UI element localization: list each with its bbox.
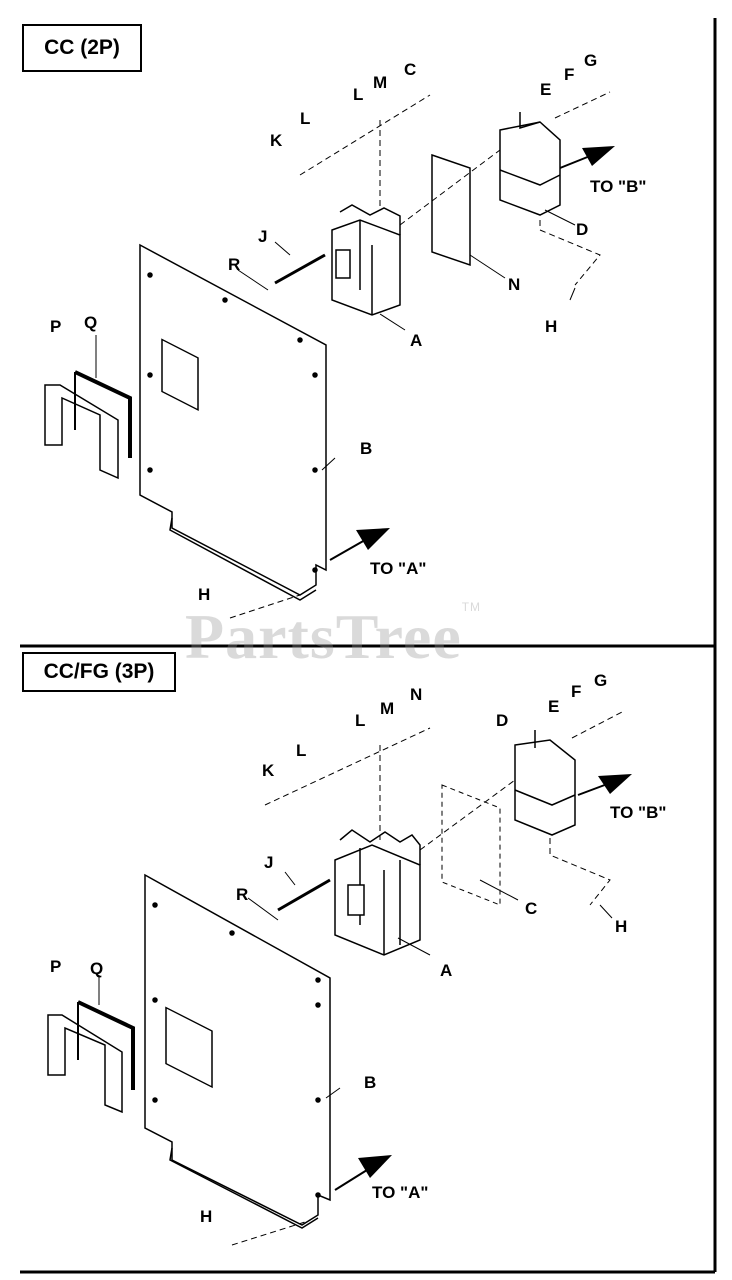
label-p: P bbox=[50, 317, 61, 336]
panel-b-3p bbox=[144, 873, 331, 1229]
label-r: R bbox=[236, 885, 248, 904]
section-3p-drawing bbox=[47, 711, 623, 1246]
arrow-to-b-bottom bbox=[577, 774, 632, 796]
labels-top: K L L M C E F G J R A N D H P Q B H TO "… bbox=[50, 51, 646, 604]
label-a: A bbox=[440, 961, 452, 980]
label-b: B bbox=[360, 439, 372, 458]
panel-b bbox=[139, 243, 327, 601]
breaker-a bbox=[331, 204, 401, 316]
label-d: D bbox=[496, 711, 508, 730]
label-h: H bbox=[545, 317, 557, 336]
label-l: L bbox=[300, 109, 310, 128]
breaker-a-3p bbox=[334, 829, 421, 956]
arrow-to-a-top bbox=[329, 528, 390, 561]
label-m: M bbox=[373, 73, 387, 92]
frame-border bbox=[20, 18, 717, 1274]
label-l: L bbox=[353, 85, 363, 104]
label-q: Q bbox=[84, 313, 97, 332]
label-a: A bbox=[410, 331, 422, 350]
lug-d bbox=[499, 112, 561, 216]
trademark-mark: TM bbox=[461, 600, 482, 614]
label-m: M bbox=[380, 699, 394, 718]
stud-j bbox=[274, 253, 326, 285]
label-e: E bbox=[540, 80, 551, 99]
label-c: C bbox=[525, 899, 537, 918]
label-l: L bbox=[355, 711, 365, 730]
lug-d-3p bbox=[514, 730, 576, 836]
label-j: J bbox=[264, 853, 273, 872]
stud-j-3p bbox=[277, 878, 331, 912]
section-title-3p: CC/FG (3P) bbox=[22, 652, 176, 692]
label-h: H bbox=[198, 585, 210, 604]
section-title-text: CC (2P) bbox=[44, 36, 120, 59]
watermark-text: PartsTree bbox=[185, 601, 462, 672]
bracket-p-q bbox=[44, 370, 132, 480]
watermark: PartsTreeTM bbox=[185, 600, 481, 674]
section-2p-drawing bbox=[44, 91, 611, 619]
label-n: N bbox=[410, 685, 422, 704]
label-c: C bbox=[404, 60, 416, 79]
label-h: H bbox=[200, 1207, 212, 1226]
label-r: R bbox=[228, 255, 240, 274]
label-g: G bbox=[594, 671, 607, 690]
section-title-2p: CC (2P) bbox=[22, 24, 142, 72]
label-k: K bbox=[262, 761, 275, 780]
label-k: K bbox=[270, 131, 283, 150]
label-d: D bbox=[576, 220, 588, 239]
label-g: G bbox=[584, 51, 597, 70]
label-l: L bbox=[296, 741, 306, 760]
label-f: F bbox=[571, 682, 581, 701]
to-a-label: TO "A" bbox=[370, 559, 426, 578]
arrow-to-a-bottom bbox=[334, 1155, 392, 1191]
label-h: H bbox=[615, 917, 627, 936]
to-b-label: TO "B" bbox=[610, 803, 666, 822]
label-q: Q bbox=[90, 959, 103, 978]
plate-c-3p bbox=[441, 784, 501, 906]
label-b: B bbox=[364, 1073, 376, 1092]
labels-bottom: K L L M N D E F G J R A C H P Q B H TO "… bbox=[50, 671, 666, 1226]
label-j: J bbox=[258, 227, 267, 246]
label-e: E bbox=[548, 697, 559, 716]
bracket-p-q-3p bbox=[47, 1000, 135, 1114]
label-p: P bbox=[50, 957, 61, 976]
label-f: F bbox=[564, 65, 574, 84]
to-b-label: TO "B" bbox=[590, 177, 646, 196]
label-n: N bbox=[508, 275, 520, 294]
plate-n bbox=[431, 153, 471, 267]
arrow-to-b-top bbox=[559, 146, 615, 169]
section-title-text: CC/FG (3P) bbox=[43, 660, 155, 683]
to-a-label: TO "A" bbox=[372, 1183, 428, 1202]
